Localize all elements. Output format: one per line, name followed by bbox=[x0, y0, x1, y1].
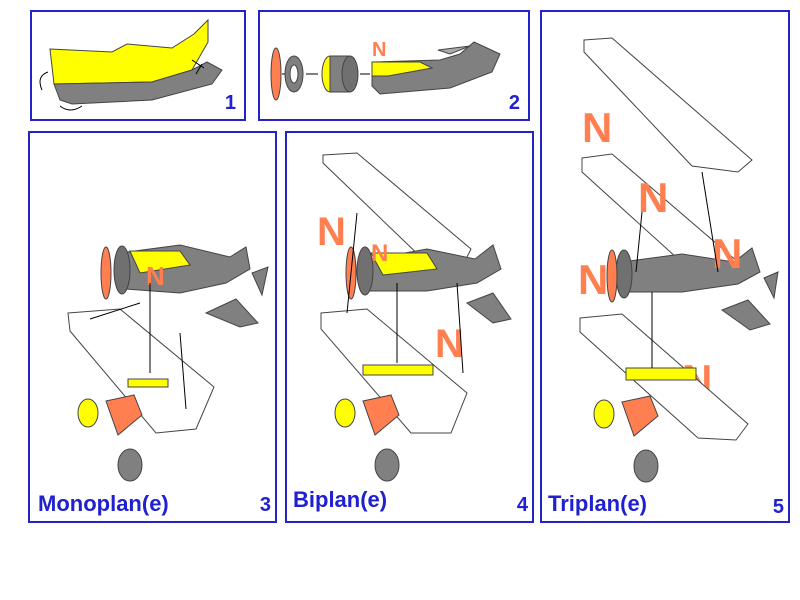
n-strut-icon: N bbox=[578, 256, 608, 303]
propeller-icon bbox=[100, 246, 112, 300]
n-strut-icon: N bbox=[582, 104, 612, 151]
panel-3: N Monoplan(e) 3 bbox=[28, 131, 277, 523]
engine-assembly-diagram: N bbox=[270, 39, 501, 101]
fuselage-assembly-diagram bbox=[39, 18, 223, 111]
wheel-icon bbox=[334, 398, 356, 428]
panel-number: 3 bbox=[259, 494, 271, 516]
panel-title: Biplan(e) bbox=[293, 487, 388, 512]
triplane-diagram: N N N N N bbox=[578, 37, 779, 483]
n-strut-icon: N bbox=[146, 261, 165, 291]
wheel-icon bbox=[374, 448, 400, 482]
wheel-icon bbox=[117, 448, 143, 482]
wheel-icon bbox=[77, 398, 99, 428]
n-strut-icon: N bbox=[435, 322, 464, 366]
panel-4: N N N Biplan(e) 4 bbox=[285, 131, 534, 523]
wheel-icon bbox=[593, 399, 615, 429]
biplane-diagram: N N N bbox=[317, 152, 512, 482]
wheel-icon bbox=[633, 449, 659, 483]
panel-number: 5 bbox=[772, 496, 784, 518]
panel-title: Triplan(e) bbox=[548, 491, 648, 516]
n-strut-icon: N bbox=[317, 210, 346, 254]
n-strut-icon: N bbox=[371, 240, 388, 267]
panel-number: 1 bbox=[224, 92, 236, 114]
panel-5: N N N N N Triplan(e) 5 bbox=[540, 10, 790, 523]
propeller-icon bbox=[606, 249, 618, 303]
n-strut-icon: N bbox=[712, 230, 742, 277]
n-strut-icon: N bbox=[638, 174, 668, 221]
monoplane-diagram: N bbox=[67, 244, 269, 482]
panel-2: N 2 bbox=[258, 10, 530, 121]
panel-number: 2 bbox=[508, 92, 520, 114]
propeller-icon bbox=[270, 47, 282, 101]
panel-number: 4 bbox=[516, 494, 528, 516]
panel-1: 1 bbox=[30, 10, 246, 121]
panel-title: Monoplan(e) bbox=[38, 491, 169, 516]
svg-text:N: N bbox=[372, 39, 386, 61]
